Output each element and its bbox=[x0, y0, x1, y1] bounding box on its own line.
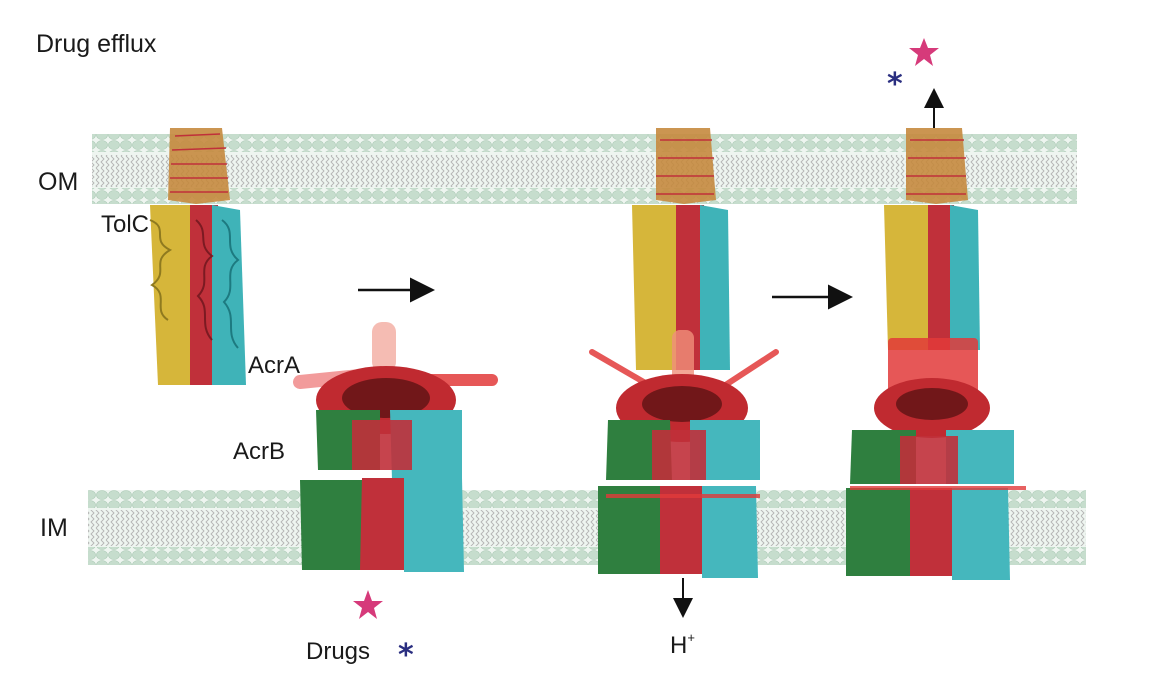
efflux-pump-assembled bbox=[589, 128, 779, 578]
acra-acrb-complex-resting bbox=[293, 322, 498, 572]
tolc-protein bbox=[149, 128, 246, 385]
proton-symbol: H bbox=[670, 632, 688, 659]
outer-membrane-label: OM bbox=[38, 168, 79, 196]
inner-membrane-label: IM bbox=[40, 514, 68, 542]
proton-label: H+ bbox=[670, 630, 695, 660]
tolc-label: TolC bbox=[101, 211, 150, 238]
acra-label: AcrA bbox=[248, 352, 301, 379]
drug-asterisk-bottom: * bbox=[398, 638, 414, 673]
proton-charge: + bbox=[687, 630, 695, 645]
drug-star-top bbox=[909, 38, 939, 66]
diagram-title: Drug efflux bbox=[36, 30, 157, 58]
drugs-label: Drugs bbox=[306, 638, 371, 665]
acrb-label: AcrB bbox=[233, 438, 286, 465]
drug-asterisk-top: * bbox=[887, 67, 903, 102]
efflux-pump-open bbox=[846, 128, 1026, 580]
drug-star-bottom bbox=[353, 590, 383, 619]
